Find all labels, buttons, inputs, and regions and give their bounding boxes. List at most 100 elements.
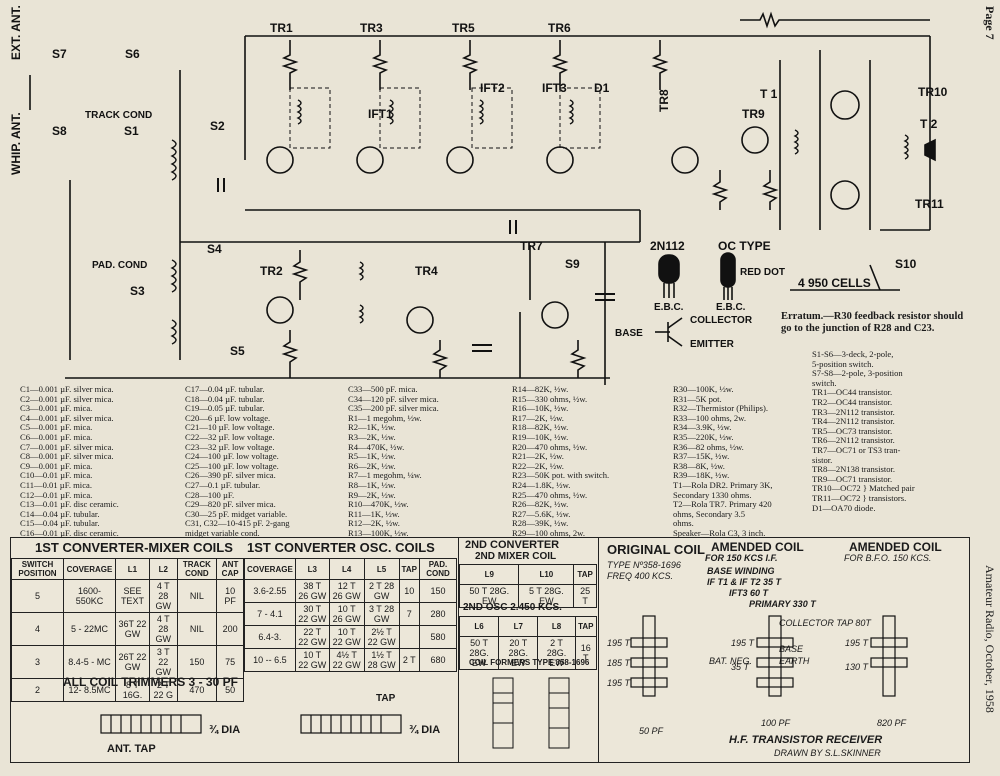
table-cell: 10 xyxy=(398,579,420,603)
part-entry: R32—Thermistor (Philips). xyxy=(673,403,769,414)
part-entry: C16—0.01 µF. disc ceramic. xyxy=(20,527,119,538)
table-cell: 2 T xyxy=(398,648,420,672)
table-cell: 1600-550KC xyxy=(62,579,116,613)
part-entry: R16—10K, ½w. xyxy=(512,403,569,414)
type-2n112: 2N112 xyxy=(650,239,685,253)
part-entry: R22—2K, ½w. xyxy=(512,460,564,471)
part-entry: C17—0.04 µF. tubular. xyxy=(185,384,265,394)
part-entry: R38—8K, ½w. xyxy=(673,460,725,471)
part-entry: R9—2K, ½w. xyxy=(348,489,396,500)
ift2-label: IFT2 xyxy=(480,81,505,95)
tr9-label: TR9 xyxy=(742,107,765,121)
table-cell: 50 T 28G. EW xyxy=(458,584,520,608)
part-entry: R35—220K, ½w. xyxy=(673,431,734,442)
part-entry: R12—2K, ½w. xyxy=(348,518,400,529)
parts-list-col-4: R14—82K, ½w.R15—330 ohms, ½w.R16—10K, ½w… xyxy=(512,384,609,539)
t1-label: T 1 xyxy=(760,87,778,101)
table-header: L6 xyxy=(458,616,500,637)
part-entry: C23—32 µF. low voltage. xyxy=(185,441,275,452)
part-entry: C15—0.04 µF. tubular. xyxy=(20,518,100,529)
part-entry: R34—3.9K, ½w. xyxy=(673,422,732,433)
table-cell: 2 xyxy=(11,678,64,702)
part-entry: R17—2K, ½w. xyxy=(512,412,564,423)
table-cell: 10 T 26 GW xyxy=(328,602,365,626)
table-cell: 5 - 22MC xyxy=(62,612,116,646)
table-cell: SEE TEXT xyxy=(114,579,150,613)
table-cell: 10 T 22 GW xyxy=(328,625,365,649)
ift1-label: IFT1 xyxy=(368,107,393,121)
part-entry: C10—0.01 µF. mica. xyxy=(20,470,93,481)
part-entry: T2—Rola TR7. Primary 420 xyxy=(673,499,772,510)
table-header: L4 xyxy=(328,558,365,580)
orig-cap: 50 PF xyxy=(639,726,664,736)
part-entry: R27—5.6K, ½w. xyxy=(512,508,571,519)
erratum-text: —R30 feedback resistor should go to the … xyxy=(781,311,964,334)
table-header: SWITCH POSITION xyxy=(11,558,64,580)
amend-turn-1: 195 T xyxy=(731,638,755,648)
part-entry: R11—1K, ½w. xyxy=(348,508,400,519)
part-entry: R7—1 megohm, ¼w. xyxy=(348,470,422,481)
table-cell: 1½ T 28 GW xyxy=(363,648,400,672)
part-entry: C35—200 pF. silver mica. xyxy=(348,403,439,414)
erratum-note: Erratum.—R30 feedback resistor should go… xyxy=(781,311,971,335)
converter-coils-panel: 1ST CONVERTER-MIXER COILS 1ST CONVERTER … xyxy=(10,537,460,763)
table-cell: 3.6-2.55 xyxy=(244,579,296,603)
tr4-label: TR4 xyxy=(415,264,438,278)
part-entry: R15—330 ohms, ½w. xyxy=(512,393,588,404)
table-header: L9 xyxy=(458,564,520,585)
table-header: COVERAGE xyxy=(244,558,296,580)
page-number: Page 7 xyxy=(983,6,997,40)
part-entry: TR6—2N112 transistor. xyxy=(812,435,895,446)
part-entry: C19—0.05 µF. tubular. xyxy=(185,403,265,414)
tr8-label: TR8 xyxy=(657,89,671,112)
tr7-label: TR7 xyxy=(520,239,543,253)
table-cell: 7 xyxy=(398,602,420,626)
part-entry: R13—100K, ½w. xyxy=(348,527,409,538)
part-entry: C29—820 pF. silver mica. xyxy=(185,499,276,510)
table-cell: 22 T 22 GW xyxy=(294,625,330,649)
collector-label: COLLECTOR xyxy=(690,315,753,326)
part-entry: R24—1.8K, ½w. xyxy=(512,479,571,490)
original-coil-freq: FREQ 400 KCS. xyxy=(607,571,674,581)
part-entry: C30—25 pF. midget variable. xyxy=(185,508,288,519)
switch-s8: S8 xyxy=(52,124,67,138)
ant-tap-label: ANT. TAP xyxy=(107,743,156,755)
part-entry: TR2—OC44 transistor. xyxy=(812,396,893,407)
table-cell: 2 T 28G. EW xyxy=(537,636,576,670)
orig-turn-3: 195 T xyxy=(607,678,631,688)
bfo-turn-2: 130 T xyxy=(845,662,869,672)
cells-label: 4 950 CELLS xyxy=(798,276,871,290)
switch-s1: S1 xyxy=(124,124,139,138)
part-entry: C9—0.001 µF. mica. xyxy=(20,460,93,471)
table-header: L1 xyxy=(114,558,150,580)
table-header: PAD. COND xyxy=(418,558,458,580)
part-entry: ohms, Secondary 3.5 xyxy=(673,508,746,519)
table-header: L3 xyxy=(294,558,330,580)
part-entry: R39—18K, ½w. xyxy=(673,470,730,481)
part-entry: TR9—OC71 transistor. xyxy=(812,473,893,484)
table-cell: 8.4-5 - MC xyxy=(62,645,116,679)
amended-bfo-sub: FOR B.F.O. 150 KCS. xyxy=(844,553,932,563)
collector-tap: COLLECTOR TAP 80T xyxy=(779,618,871,628)
part-entry: R31—5K pot. xyxy=(673,393,722,404)
part-entry: C6—0.001 µF. mica. xyxy=(20,431,93,442)
schematic-diagram: EXT. ANT. WHIP. ANT. TRACK COND PAD. CON… xyxy=(9,5,948,385)
part-entry: C21—10 µF. low voltage. xyxy=(185,422,275,433)
trimmers-label: ALL COIL TRIMMERS 3 - 30 PF xyxy=(63,675,238,689)
table-cell: 50 T 28G. EW xyxy=(458,636,500,670)
table-header: TAP xyxy=(573,564,597,585)
amended-bfo-title: AMENDED COIL xyxy=(849,540,942,554)
base-note: BASE xyxy=(779,644,804,654)
table-cell: 4½ T 22 GW xyxy=(328,648,365,672)
trimmer-dia-2: ¾ DIA xyxy=(409,724,441,736)
table-cell: 25 T xyxy=(573,584,597,608)
part-entry: 5-position switch. xyxy=(812,358,874,369)
part-entry: R19—10K, ½w. xyxy=(512,431,569,442)
